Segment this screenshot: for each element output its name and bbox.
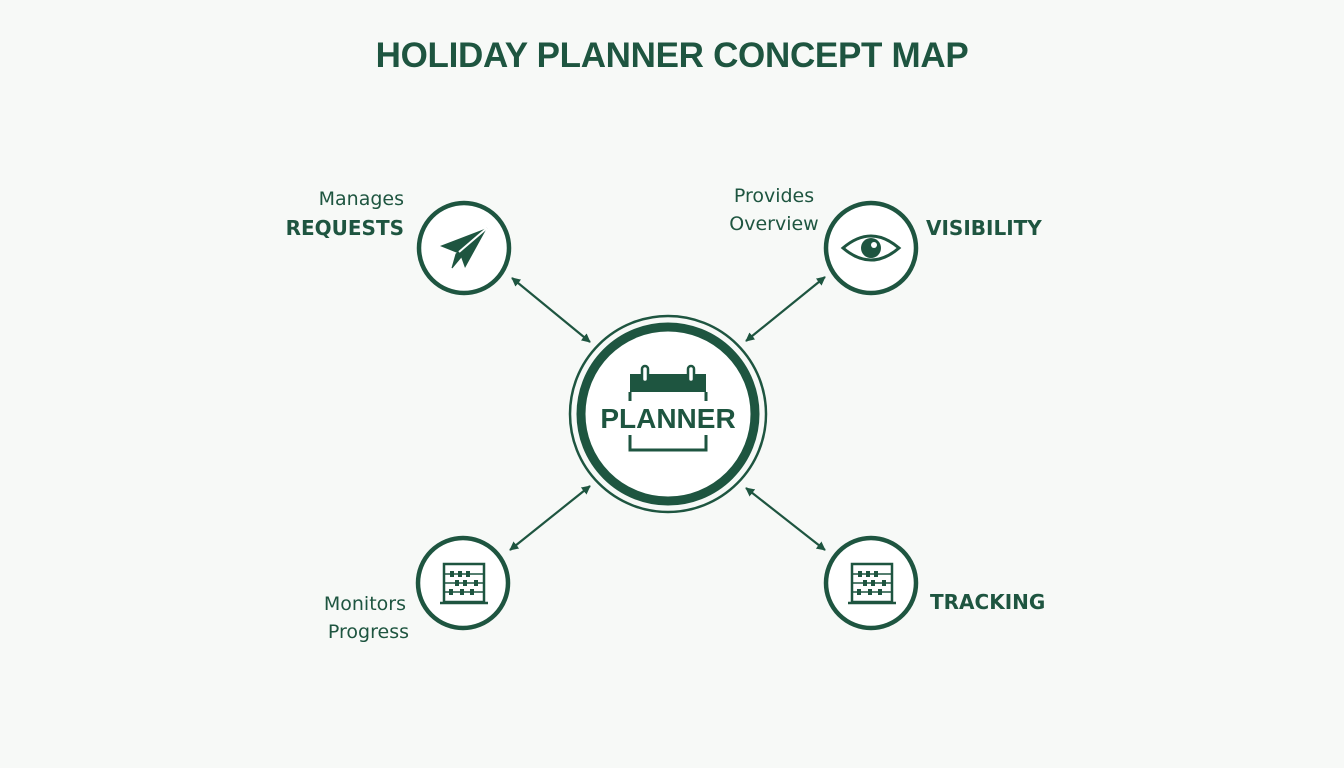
page-title: HOLIDAY PLANNER CONCEPT MAP <box>375 36 969 75</box>
paper-plane-icon <box>440 227 488 269</box>
visibility-caption-line2: Overview <box>729 213 819 235</box>
requests-node <box>416 200 512 296</box>
connector-requests <box>511 277 591 343</box>
visibility-node <box>823 200 919 296</box>
progress-caption-line2: Progress <box>327 621 409 643</box>
abacus-icon <box>440 562 488 605</box>
requests-title: REQUESTS <box>285 216 404 240</box>
connector-visibility <box>745 276 826 342</box>
abacus-icon <box>848 562 896 605</box>
planner-label: PLANNER <box>600 403 735 434</box>
planner-node: PLANNER <box>568 314 768 514</box>
progress-node <box>415 535 511 631</box>
connector-progress <box>509 485 591 551</box>
progress-caption-line1: Monitors <box>323 593 406 615</box>
tracking-title: TRACKING <box>930 590 1046 614</box>
visibility-title: VISIBILITY <box>926 216 1042 240</box>
eye-icon <box>840 234 902 262</box>
tracking-node <box>823 535 919 631</box>
requests-caption: Manages <box>318 188 404 210</box>
visibility-caption-line1: Provides <box>733 185 815 207</box>
calendar-icon <box>628 364 708 452</box>
connector-tracking <box>745 487 826 551</box>
